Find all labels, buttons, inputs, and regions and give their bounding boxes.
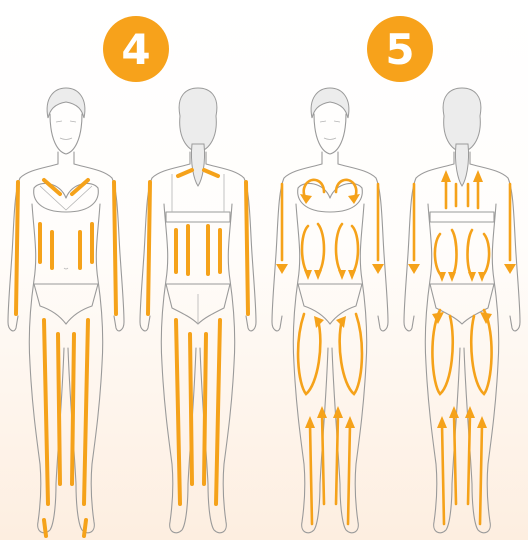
step-5-back-figure [396,84,528,540]
step-4-front-figure [0,84,132,540]
body-outline [404,88,520,533]
body-outline [8,88,124,533]
massage-strokes [16,180,116,536]
step-5-badge: 5 [367,16,433,82]
step-5-front-figure [264,84,396,540]
step-4-badge: 4 [103,16,169,82]
step-4-number: 4 [121,25,150,74]
massage-strokes [148,170,248,504]
body-outline [140,88,256,533]
step-4-back-figure [132,84,264,540]
body-outline [272,88,388,533]
massage-arrows [408,170,516,524]
step-5-number: 5 [385,25,414,74]
massage-arrows [276,180,384,524]
